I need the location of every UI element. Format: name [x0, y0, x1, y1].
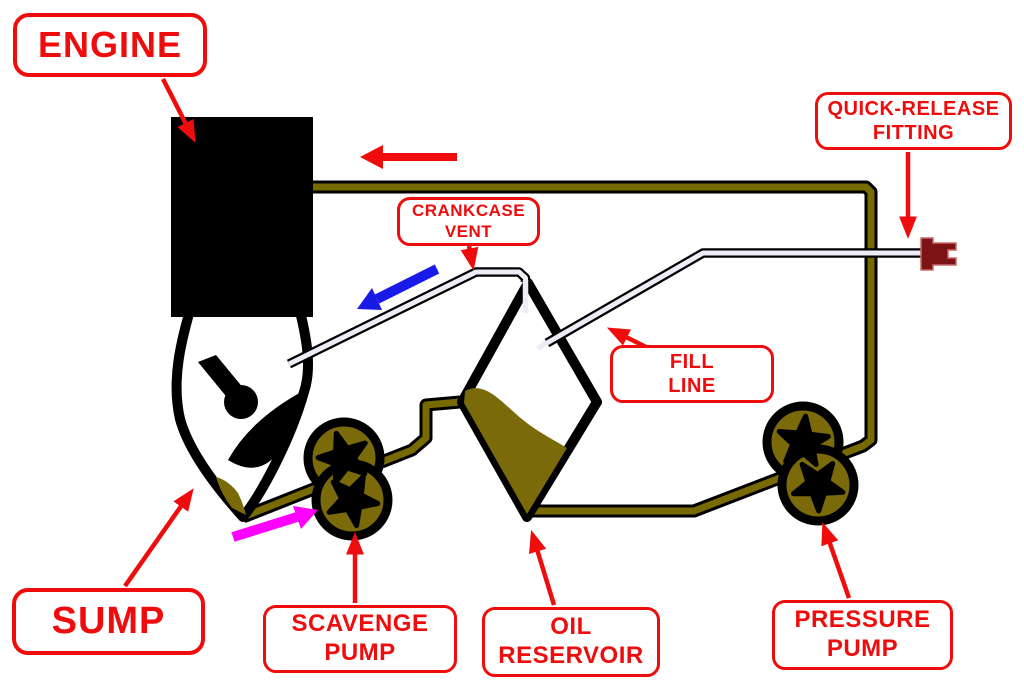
- oil-reservoir-line2: RESERVOIR: [498, 642, 644, 669]
- scavenge-pump-gears: [303, 417, 393, 541]
- engine-label-text: ENGINE: [37, 24, 183, 66]
- fill-line: [536, 248, 924, 352]
- pressure-pointer-arrow: [821, 522, 852, 599]
- gear-star-icon: [315, 430, 368, 486]
- gear-star-icon: [791, 461, 846, 514]
- engine-pointer-arrow: [160, 77, 196, 144]
- pressure-pump-line2: PUMP: [826, 635, 899, 662]
- crankcase-vent-line: [286, 267, 531, 369]
- quick-release-line1: QUICK-RELEASE: [827, 98, 1000, 120]
- crankshaft-journal: [224, 385, 258, 419]
- sump-label: SUMP: [12, 588, 205, 655]
- oil-reservoir-label: OIL RESERVOIR: [482, 607, 660, 677]
- crankcase-vent-line2: VENT: [444, 221, 493, 241]
- oil-reservoir-vessel: [457, 278, 602, 522]
- sump-flow-arrow-magenta: [231, 506, 318, 542]
- crank-counterweight: [228, 391, 303, 468]
- oil-flow-arrow-left: [360, 145, 457, 169]
- crankcase-vent-line1: CRANKCASE: [411, 201, 526, 221]
- sump-pointer-arrow: [123, 488, 194, 588]
- pressure-pump-gears: [762, 401, 859, 526]
- crankcase-vent-label: CRANKCASE VENT: [397, 197, 540, 246]
- fill-line-line2: LINE: [668, 375, 716, 397]
- gear-star-icon: [326, 474, 381, 529]
- gear-star-icon: [776, 413, 831, 467]
- scavenge-pump-line2: PUMP: [324, 639, 396, 666]
- quick-release-fitting-label: QUICK-RELEASE FITTING: [815, 92, 1012, 150]
- sump-oil: [216, 477, 246, 515]
- crankcase-pointer-arrow: [460, 245, 479, 271]
- sump-vessel: [171, 295, 314, 522]
- sump-label-text: SUMP: [51, 599, 166, 642]
- vent-flow-arrow-blue: [357, 264, 440, 310]
- engine-label: ENGINE: [13, 13, 207, 77]
- pressure-pump-label: PRESSURE PUMP: [772, 600, 953, 670]
- reservoir-oil: [464, 388, 567, 514]
- oil-reservoir-pointer-arrow: [529, 529, 557, 606]
- oil-reservoir-line1: OIL: [550, 613, 592, 641]
- scavenge-pump-line1: SCAVENGE: [291, 610, 429, 638]
- quick-release-line2: FITTING: [872, 122, 955, 144]
- scavenge-pump-label: SCAVENGE PUMP: [263, 605, 457, 673]
- fill-line-label: FILL LINE: [610, 345, 774, 403]
- pressure-pump-line1: PRESSURE: [794, 606, 931, 634]
- engine-block: [171, 117, 313, 317]
- quick-release-fitting: [920, 237, 957, 271]
- fill-line-line1: FILL: [669, 351, 715, 373]
